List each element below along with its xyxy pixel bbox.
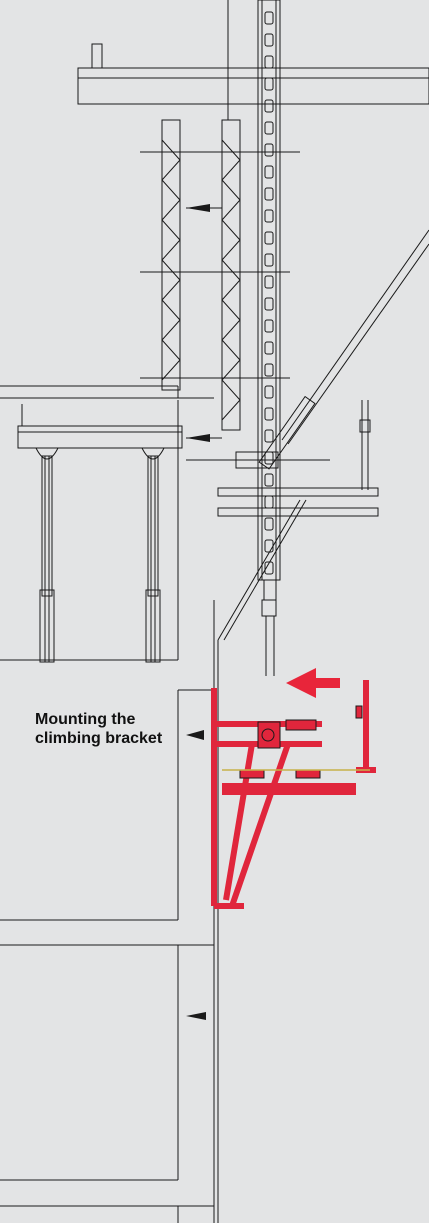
wall-anchor — [186, 204, 210, 1020]
rail-hole — [264, 561, 274, 575]
rail-hole — [264, 429, 274, 443]
wall-formwork-girders — [140, 119, 300, 439]
slab-table-formwork — [17, 404, 183, 663]
climbing-bracket-details — [239, 705, 363, 779]
rail-hole — [264, 121, 274, 135]
diagonal-strut — [217, 229, 429, 641]
figure-caption: Mounting the climbing bracket — [35, 710, 185, 748]
rail-holes — [264, 11, 274, 575]
rail-hole — [264, 539, 274, 553]
rail-hole — [264, 451, 274, 465]
rail-hole — [264, 99, 274, 113]
direction-arrow — [286, 668, 340, 698]
rail-hole — [264, 363, 274, 377]
rail-hole — [264, 341, 274, 355]
climbing-profile-rail — [257, 0, 281, 581]
rail-hole — [264, 385, 274, 399]
rail-hole — [264, 517, 274, 531]
rail-hole — [264, 187, 274, 201]
rail-hole — [264, 11, 274, 25]
rail-hole — [264, 55, 274, 69]
rail-hole — [264, 407, 274, 421]
rail-hole — [264, 33, 274, 47]
upper-platform — [186, 400, 379, 517]
climbing-cylinder — [261, 579, 277, 676]
rail-hole — [264, 165, 274, 179]
rail-hole — [264, 495, 274, 509]
rail-hole — [264, 297, 274, 311]
top-waler-beam — [77, 0, 429, 120]
rail-hole — [264, 253, 274, 267]
climbing-bracket-highlight — [211, 680, 376, 909]
rail-hole — [264, 275, 274, 289]
rail-hole — [264, 209, 274, 223]
rail-hole — [264, 231, 274, 245]
caption-line-1: Mounting the — [35, 711, 136, 728]
rail-hole — [264, 77, 274, 91]
caption-line-2: climbing bracket — [35, 730, 163, 747]
concrete-wall — [0, 385, 219, 1223]
rail-hole — [264, 473, 274, 487]
rail-hole — [264, 319, 274, 333]
rail-hole — [264, 143, 274, 157]
